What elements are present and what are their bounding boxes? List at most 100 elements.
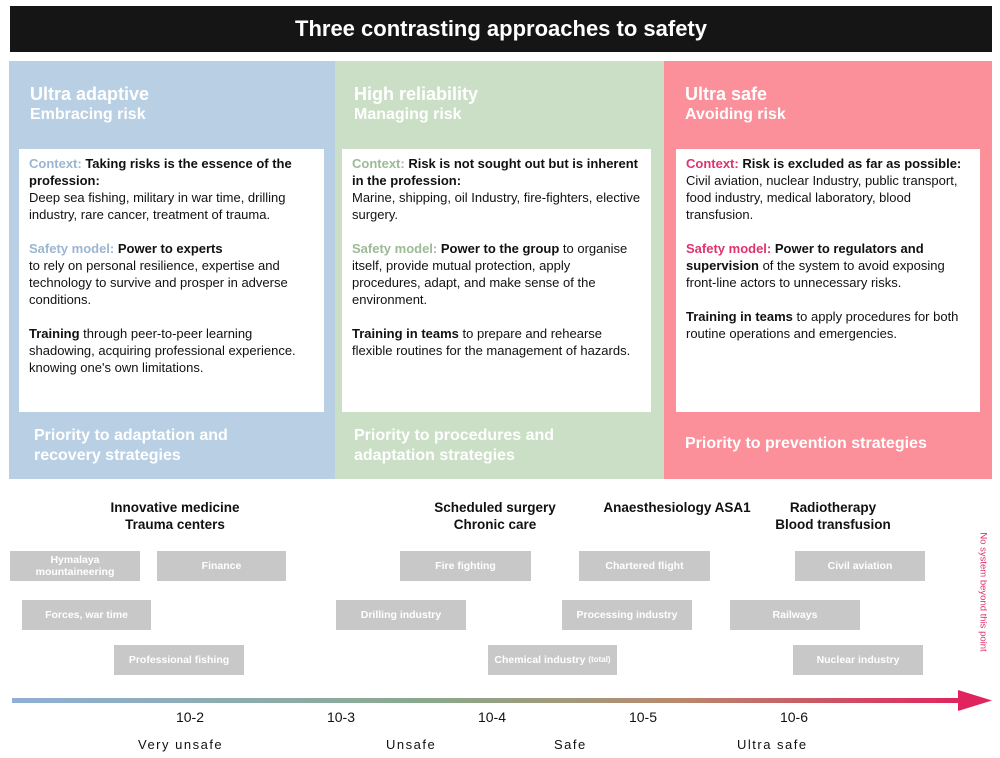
training-paragraph: Training through peer-to-peer learning s… <box>29 325 314 376</box>
industry-box: Processing industry <box>562 600 692 630</box>
industry-box: Nuclear industry <box>793 645 923 675</box>
priority-text: Priority to adaptation and recovery stra… <box>34 427 228 464</box>
no-system-note: No system beyond this point <box>977 522 989 662</box>
priority-text: Priority to prevention strategies <box>685 435 927 452</box>
sector-line: Anaesthesiology ASA1 <box>603 500 751 515</box>
zone-label: Safe <box>554 737 587 752</box>
column-subtitle: Embracing risk <box>30 106 146 123</box>
industry-label: Professional fishing <box>128 654 230 666</box>
industry-box: Finance <box>157 551 286 581</box>
sector-line: Innovative medicine <box>110 500 240 515</box>
model-text: to rely on personal resilience, expertis… <box>29 258 288 307</box>
training-text: to apply procedures for both routine ope… <box>686 309 959 341</box>
column-title: Ultra safe <box>685 84 768 104</box>
context-bold: Risk is not sought out but is inherent i… <box>352 156 638 188</box>
description-card: Context: Risk is not sought out but is i… <box>342 149 651 412</box>
industry-box: Chartered flight <box>579 551 710 581</box>
industry-label: Chemical industry <box>494 654 586 666</box>
context-bold: Risk is excluded as far as possible: <box>738 156 962 171</box>
context-paragraph: Context: Risk is excluded as far as poss… <box>686 155 970 223</box>
industry-label: Finance <box>201 560 242 572</box>
training-paragraph: Training in teams to apply procedures fo… <box>686 308 970 342</box>
industry-box: Professional fishing <box>114 645 244 675</box>
industry-label: mountaineering <box>35 566 115 578</box>
column-heading: High reliability Managing risk <box>354 83 478 125</box>
sector-line: Chronic care <box>453 517 537 532</box>
industry-box: Civil aviation <box>795 551 925 581</box>
column-title: High reliability <box>354 84 479 104</box>
column-ultra-safe: Ultra safe Avoiding risk Context: Risk i… <box>664 61 992 479</box>
industry-label: Railways <box>772 609 818 621</box>
model-text: of the system to avoid exposing front-li… <box>686 258 945 290</box>
industry-label: Nuclear industry <box>816 654 900 666</box>
arrow-head <box>958 690 992 711</box>
sector-line: Trauma centers <box>125 517 225 532</box>
industry-box: Drilling industry <box>336 600 466 630</box>
industry-note: (total) <box>588 655 611 664</box>
sector-line: Radiotherapy <box>789 500 877 515</box>
context-label: Context: <box>686 156 739 171</box>
industry-label: Processing industry <box>576 609 678 621</box>
model-paragraph: Safety model: Power to regulators and su… <box>686 240 970 291</box>
context-paragraph: Context: Risk is not sought out but is i… <box>352 155 641 223</box>
context-label: Context: <box>352 156 405 171</box>
training-bold: Training <box>29 326 80 341</box>
model-label: Safety model: <box>29 241 115 256</box>
industry-box: Forces, war time <box>22 600 151 630</box>
column-ultra-adaptive: Ultra adaptive Embracing risk Context: T… <box>9 61 335 479</box>
industry-label: Fire fighting <box>435 560 496 572</box>
context-text: Marine, shipping, oil Industry, fire-fig… <box>352 190 641 222</box>
model-bold: Power to the group <box>437 241 560 256</box>
industry-label: Civil aviation <box>827 560 893 572</box>
arrow-shaft <box>12 698 962 703</box>
training-text: to prepare and rehearse flexible routine… <box>352 326 631 358</box>
context-bold: Taking risks is the essence of the profe… <box>29 156 292 188</box>
context-text: Deep sea fishing, military in war time, … <box>29 190 286 222</box>
industry-label: Drilling industry <box>360 609 442 621</box>
description-card: Context: Taking risks is the essence of … <box>19 149 324 412</box>
zone-label: Ultra safe <box>737 737 808 752</box>
no-system-text: No system beyond this point <box>977 532 989 652</box>
sector-label: Anaesthesiology ASA1 <box>592 499 762 516</box>
model-paragraph: Safety model: Power to experts to rely on… <box>29 240 314 308</box>
model-paragraph: Safety model: Power to the group to orga… <box>352 240 641 308</box>
industry-box: Fire fighting <box>400 551 531 581</box>
zone-label: Very unsafe <box>138 737 224 752</box>
training-bold: Training in teams <box>686 309 793 324</box>
model-label: Safety model: <box>686 241 772 256</box>
model-bold: Power to regulators and supervision <box>686 241 924 273</box>
safety-scale-arrow <box>12 690 992 711</box>
context-text: Civil aviation, nuclear Industry, public… <box>686 173 958 222</box>
priority-text: Priority to procedures and adaptation st… <box>354 427 555 464</box>
sector-line: Scheduled surgery <box>434 500 556 515</box>
axis-tick-label: 10-2 <box>175 709 205 725</box>
column-high-reliability: High reliability Managing risk Context: … <box>335 61 664 479</box>
industry-label: Chartered flight <box>605 560 684 572</box>
axis-tick-label: 10-3 <box>326 709 356 725</box>
sector-line: Blood transfusion <box>775 517 891 532</box>
column-heading: Ultra adaptive Embracing risk <box>30 83 149 125</box>
column-heading: Ultra safe Avoiding risk <box>685 83 786 125</box>
context-label: Context: <box>29 156 82 171</box>
column-subtitle: Managing risk <box>354 106 462 123</box>
training-paragraph: Training in teams to prepare and rehears… <box>352 325 641 359</box>
axis-tick-label: 10-4 <box>477 709 507 725</box>
training-bold: Training in teams <box>352 326 459 341</box>
model-text: to organise itself, provide mutual prote… <box>352 241 628 307</box>
industry-label: Hymalaya <box>50 554 100 566</box>
model-label: Safety model: <box>352 241 438 256</box>
industry-box: Chemical industry (total) <box>488 645 617 675</box>
zone-label: Unsafe <box>386 737 437 752</box>
industry-box: Railways <box>730 600 860 630</box>
column-subtitle: Avoiding risk <box>685 106 786 123</box>
industry-label: Forces, war time <box>45 609 128 621</box>
axis-tick-label: 10-6 <box>779 709 809 725</box>
page-title: Three contrasting approaches to safety <box>10 6 992 52</box>
column-title: Ultra adaptive <box>30 84 150 104</box>
model-bold: Power to experts <box>114 241 223 256</box>
context-paragraph: Context: Taking risks is the essence of … <box>29 155 314 223</box>
